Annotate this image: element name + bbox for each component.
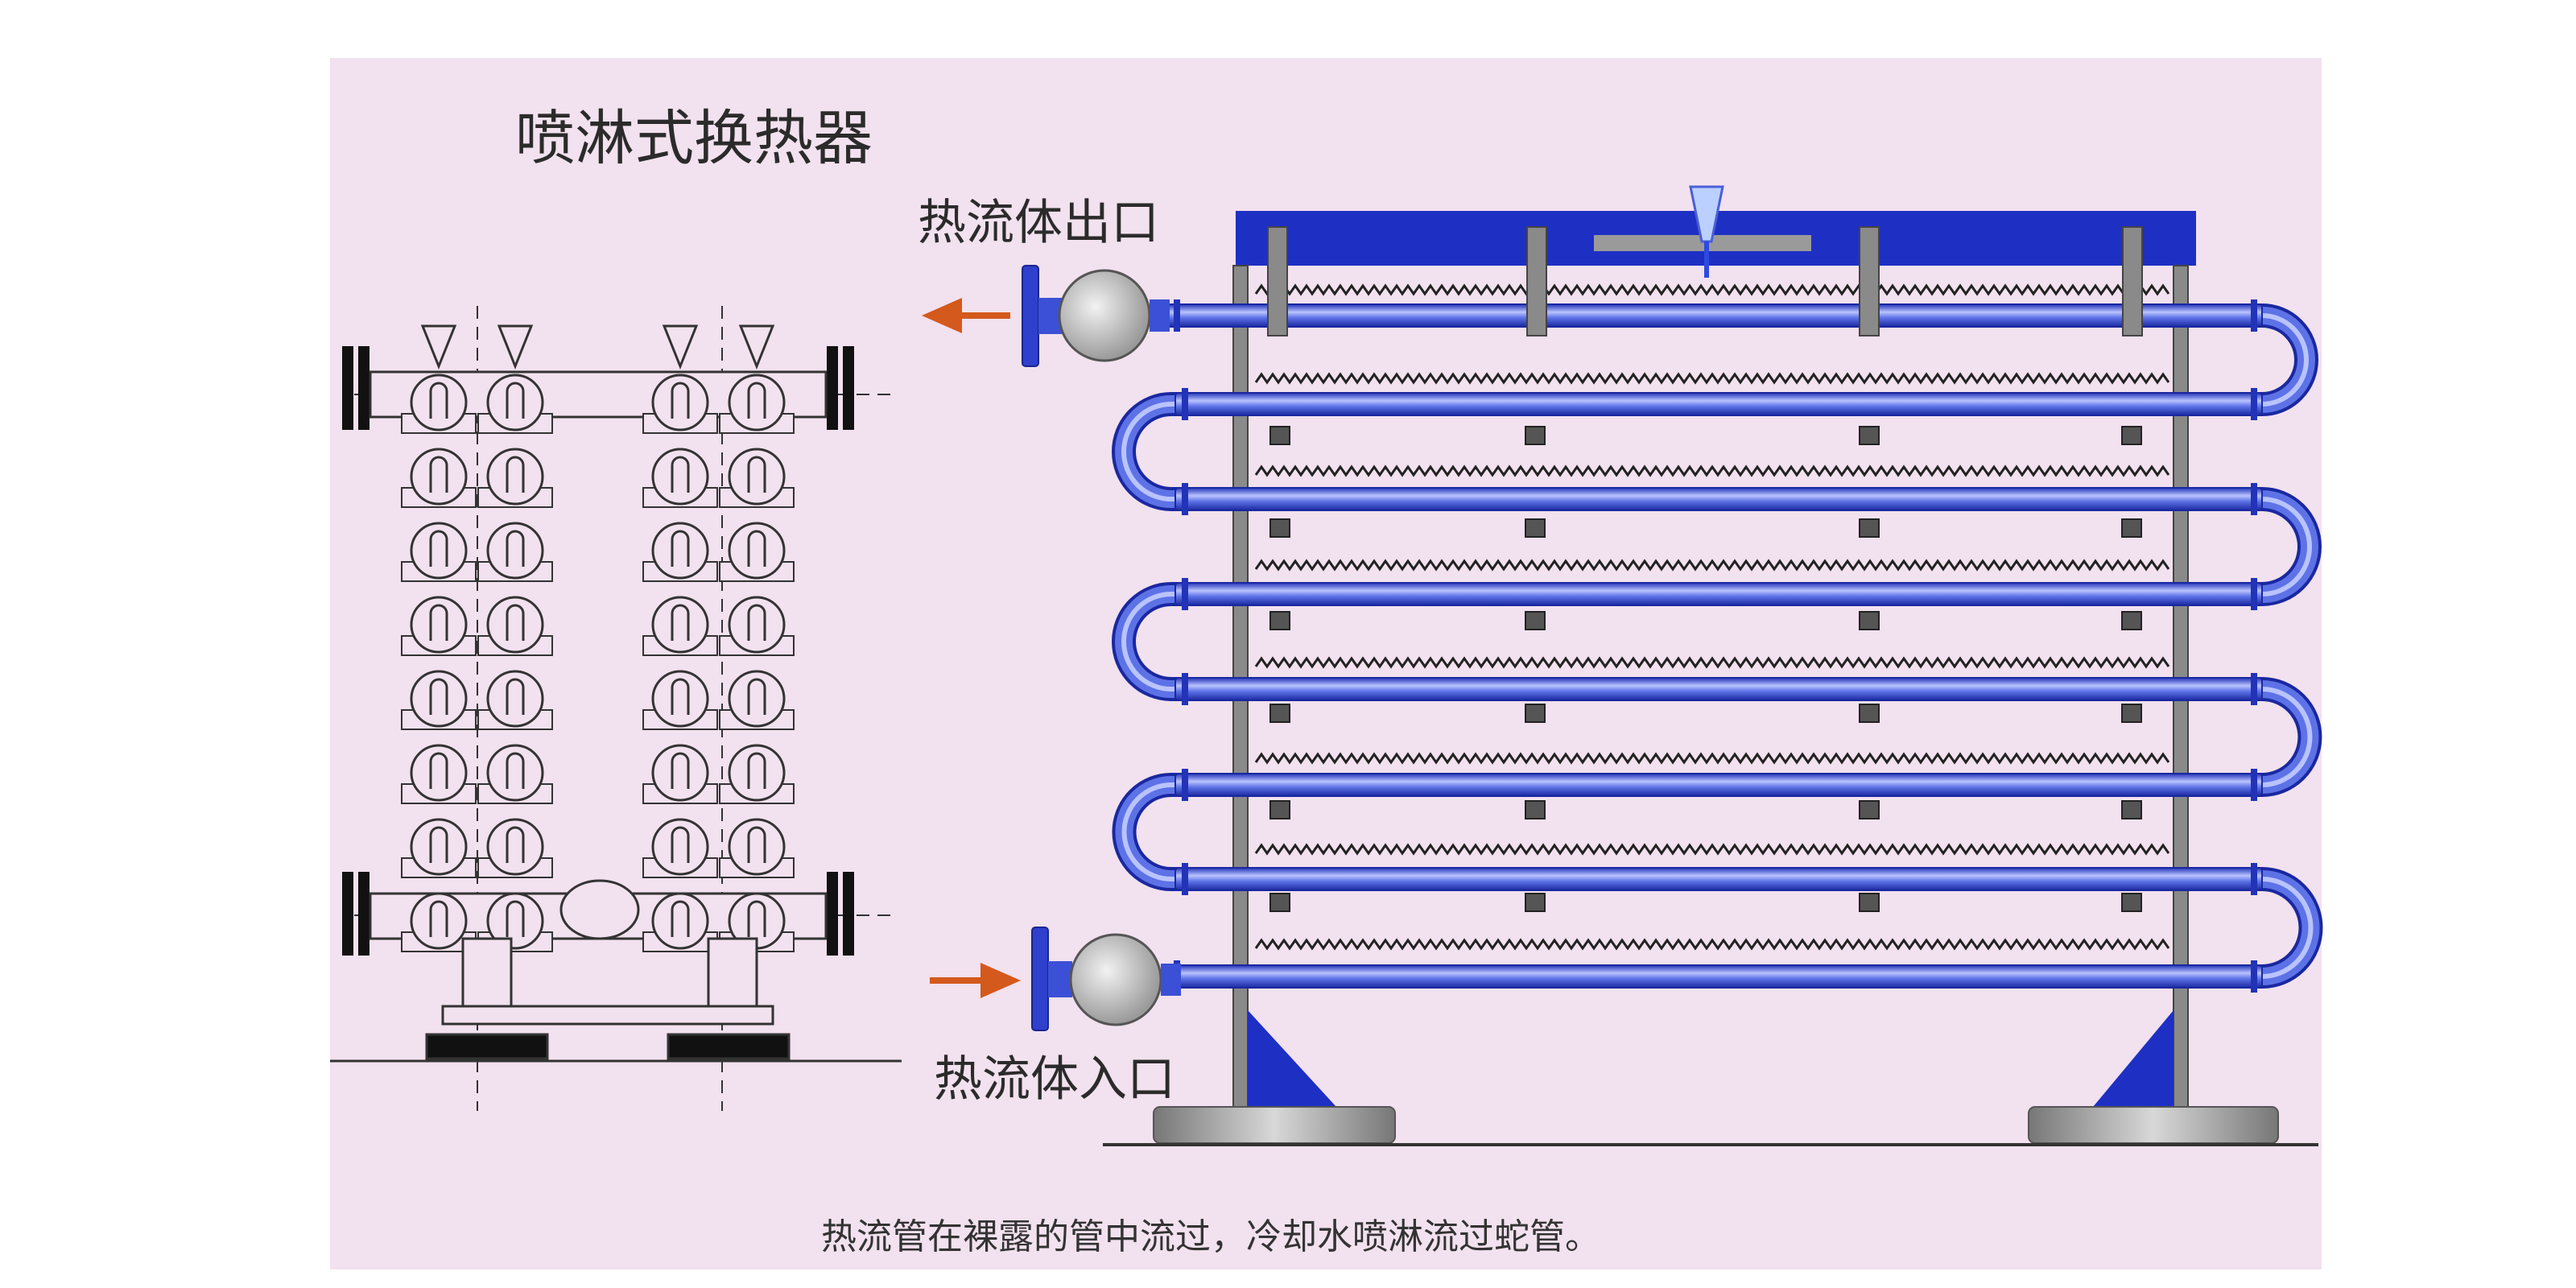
diagram-title: 喷淋式换热器 bbox=[515, 104, 873, 173]
coil-ring bbox=[401, 596, 477, 656]
pipe-support bbox=[1859, 518, 1880, 538]
heat-tube bbox=[1174, 483, 2263, 515]
pipe-support bbox=[2121, 800, 2142, 819]
water-film bbox=[1254, 283, 2170, 296]
end-view-drawing bbox=[330, 306, 902, 1111]
coil-ring bbox=[642, 744, 718, 804]
coil-ring bbox=[719, 596, 795, 656]
flange-icon bbox=[1031, 927, 1049, 1031]
pipe-support bbox=[1269, 800, 1290, 819]
outlet-label: 热流体出口 bbox=[918, 195, 1159, 251]
coil-ring bbox=[719, 448, 795, 508]
u-bend bbox=[1112, 582, 1195, 701]
pipe-support bbox=[1859, 426, 1880, 445]
pipe-support bbox=[1269, 518, 1290, 538]
water-film bbox=[1254, 559, 2170, 572]
water-film bbox=[1254, 843, 2170, 856]
inlet-label: 热流体入口 bbox=[934, 1051, 1175, 1108]
pipe-support bbox=[1525, 611, 1546, 630]
u-bend bbox=[1112, 773, 1195, 891]
flange-icon bbox=[1022, 265, 1039, 367]
coil-ring bbox=[401, 374, 477, 434]
heat-tube bbox=[1174, 578, 2263, 610]
pipe-support bbox=[1525, 426, 1546, 445]
water-film bbox=[1254, 752, 2170, 765]
coil-ring bbox=[642, 892, 718, 952]
u-bend bbox=[2238, 303, 2318, 416]
inlet-fitting bbox=[1031, 927, 1181, 1031]
water-film bbox=[1254, 464, 2170, 477]
heat-tube bbox=[1166, 299, 2263, 332]
spray-nozzle-icon bbox=[1689, 185, 1724, 243]
pipe-support bbox=[2121, 611, 2142, 630]
water-film bbox=[1254, 938, 2170, 951]
coil-ring bbox=[642, 670, 718, 730]
pipe-support bbox=[1525, 704, 1546, 723]
outlet-fitting bbox=[1022, 265, 1170, 367]
u-bend bbox=[1112, 392, 1195, 511]
heat-tube bbox=[1174, 769, 2263, 801]
support-foot bbox=[1153, 1106, 1396, 1144]
spray-nozzle-icon bbox=[420, 324, 775, 370]
coil-ring bbox=[401, 448, 477, 508]
pipe-support bbox=[2121, 893, 2142, 912]
support-gusset bbox=[1248, 1010, 1336, 1107]
pipe-support bbox=[1859, 704, 1880, 723]
flange-icon bbox=[342, 346, 854, 956]
heat-tube bbox=[1174, 673, 2263, 705]
pipe-support bbox=[1269, 893, 1290, 912]
u-bend bbox=[2238, 867, 2323, 989]
coil-ring bbox=[401, 670, 477, 730]
pipe-support bbox=[2121, 426, 2142, 445]
coil-ring bbox=[642, 522, 718, 582]
support-foot bbox=[2028, 1106, 2279, 1144]
coil-ring bbox=[477, 818, 553, 878]
pipe-support bbox=[1525, 800, 1546, 819]
coil-ring bbox=[477, 448, 553, 508]
coil-ring bbox=[477, 596, 553, 656]
water-film bbox=[1254, 372, 2170, 385]
pipe-support bbox=[1859, 611, 1880, 630]
coil-ring bbox=[477, 744, 553, 804]
coil-ring bbox=[719, 522, 795, 582]
flow-arrow-left-icon bbox=[922, 298, 1010, 333]
flow-arrow-right-icon bbox=[930, 963, 1021, 998]
coil-ring bbox=[401, 818, 477, 878]
heat-tube bbox=[1174, 388, 2263, 420]
pipe-support bbox=[2121, 704, 2142, 723]
heat-tube bbox=[1166, 960, 2263, 993]
support-gusset bbox=[2093, 1010, 2174, 1107]
coil-ring bbox=[719, 744, 795, 804]
water-film bbox=[1254, 656, 2170, 669]
coil-ring bbox=[477, 670, 553, 730]
u-bend bbox=[2238, 677, 2322, 797]
coil-ring bbox=[719, 670, 795, 730]
coil-ring bbox=[642, 596, 718, 656]
u-bend bbox=[2238, 487, 2322, 606]
coil-ring bbox=[477, 522, 553, 582]
pipe-support bbox=[1859, 893, 1880, 912]
coil-ring bbox=[719, 374, 795, 434]
heat-tube bbox=[1174, 863, 2263, 895]
coil-ring bbox=[642, 374, 718, 434]
diagram-caption: 热流管在裸露的管中流过，冷却水喷淋流过蛇管。 bbox=[821, 1216, 1600, 1257]
coil-ring bbox=[477, 374, 553, 434]
pipe-support bbox=[2121, 518, 2142, 538]
pipe-support bbox=[1269, 426, 1290, 445]
pipe-support bbox=[1269, 704, 1290, 723]
pipe-support bbox=[1525, 518, 1546, 538]
pipe-support bbox=[1525, 893, 1546, 912]
coil-ring bbox=[401, 522, 477, 582]
pipe-support bbox=[1269, 611, 1290, 630]
coil-ring bbox=[719, 818, 795, 878]
coil-ring bbox=[401, 744, 477, 804]
serpentine-exchanger bbox=[922, 185, 2323, 1146]
coil-ring bbox=[642, 448, 718, 508]
pipe-support bbox=[1859, 800, 1880, 819]
coil-ring bbox=[642, 818, 718, 878]
